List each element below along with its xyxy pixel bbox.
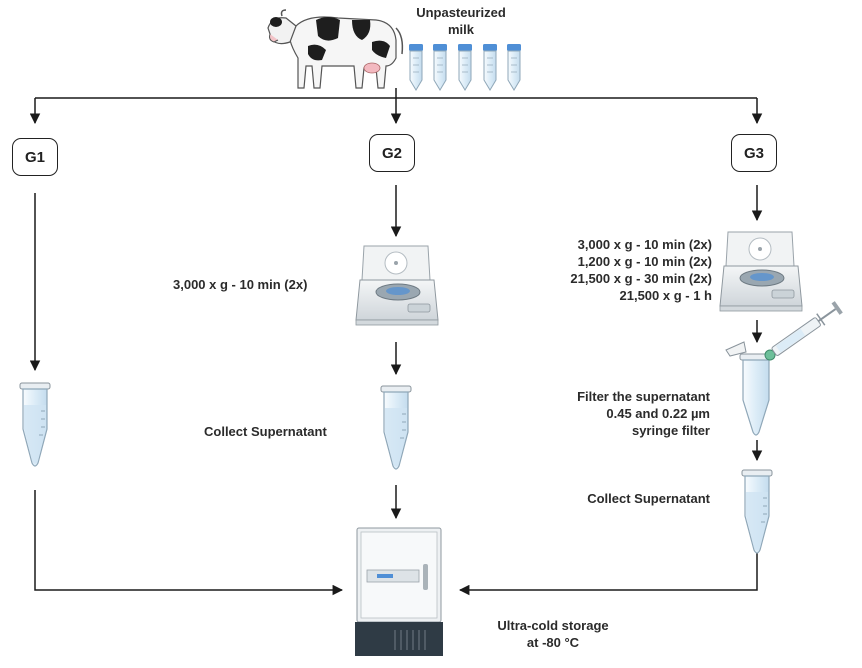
g3-collect-label: Collect Supernatant <box>587 491 710 506</box>
group-box-g1: G1 <box>12 138 58 176</box>
group-box-g3: G3 <box>731 134 777 172</box>
group-box-g2: G2 <box>369 134 415 172</box>
falcon-tube-icon <box>482 43 498 91</box>
falcon-tube-icon <box>506 43 522 91</box>
microtube-icon <box>19 382 51 467</box>
milk-tubes <box>408 43 522 91</box>
g1-flow <box>29 193 344 596</box>
g3-filter-line: syringe filter <box>631 423 710 438</box>
cow-icon <box>267 9 404 89</box>
source-label-line1: Unpasteurized <box>416 5 506 20</box>
g2-centrifuge-step: 3,000 x g - 10 min (2x) <box>173 277 308 292</box>
syringe-filter-icon <box>725 301 843 436</box>
g3-filter-label: Filter the supernatant 0.45 and 0.22 µm … <box>530 388 710 439</box>
g3-filter-line: 0.45 and 0.22 µm <box>606 406 710 421</box>
g3-step: 3,000 x g - 10 min (2x) <box>577 237 712 252</box>
microtube-icon <box>380 385 412 470</box>
source-label: Unpasteurized milk <box>395 4 527 38</box>
g3-filter-line: Filter the supernatant <box>577 389 710 404</box>
g3-step: 21,500 x g - 30 min (2x) <box>570 271 712 286</box>
storage-label: Ultra-cold storage at -80 °C <box>478 617 628 651</box>
g3-flow <box>458 185 763 596</box>
centrifuge-icon <box>355 245 439 326</box>
storage-label-line2: at -80 °C <box>526 635 580 650</box>
arrow-g3-to-storage <box>458 550 758 596</box>
microtube-icon <box>741 469 773 554</box>
falcon-tube-icon <box>408 43 424 91</box>
freezer-icon <box>355 527 443 656</box>
distribution-lines <box>29 88 763 125</box>
g3-centrifuge-steps: 3,000 x g - 10 min (2x) 1,200 x g - 10 m… <box>500 236 712 304</box>
g3-step: 21,500 x g - 1 h <box>619 288 713 303</box>
arrow-g1-to-storage <box>34 490 344 596</box>
centrifuge-icon <box>719 231 803 312</box>
storage-label-line1: Ultra-cold storage <box>497 618 609 633</box>
falcon-tube-icon <box>432 43 448 91</box>
falcon-tube-icon <box>457 43 473 91</box>
g2-collect-label: Collect Supernatant <box>204 424 327 439</box>
source-label-line2: milk <box>447 22 474 37</box>
g3-step: 1,200 x g - 10 min (2x) <box>577 254 712 269</box>
